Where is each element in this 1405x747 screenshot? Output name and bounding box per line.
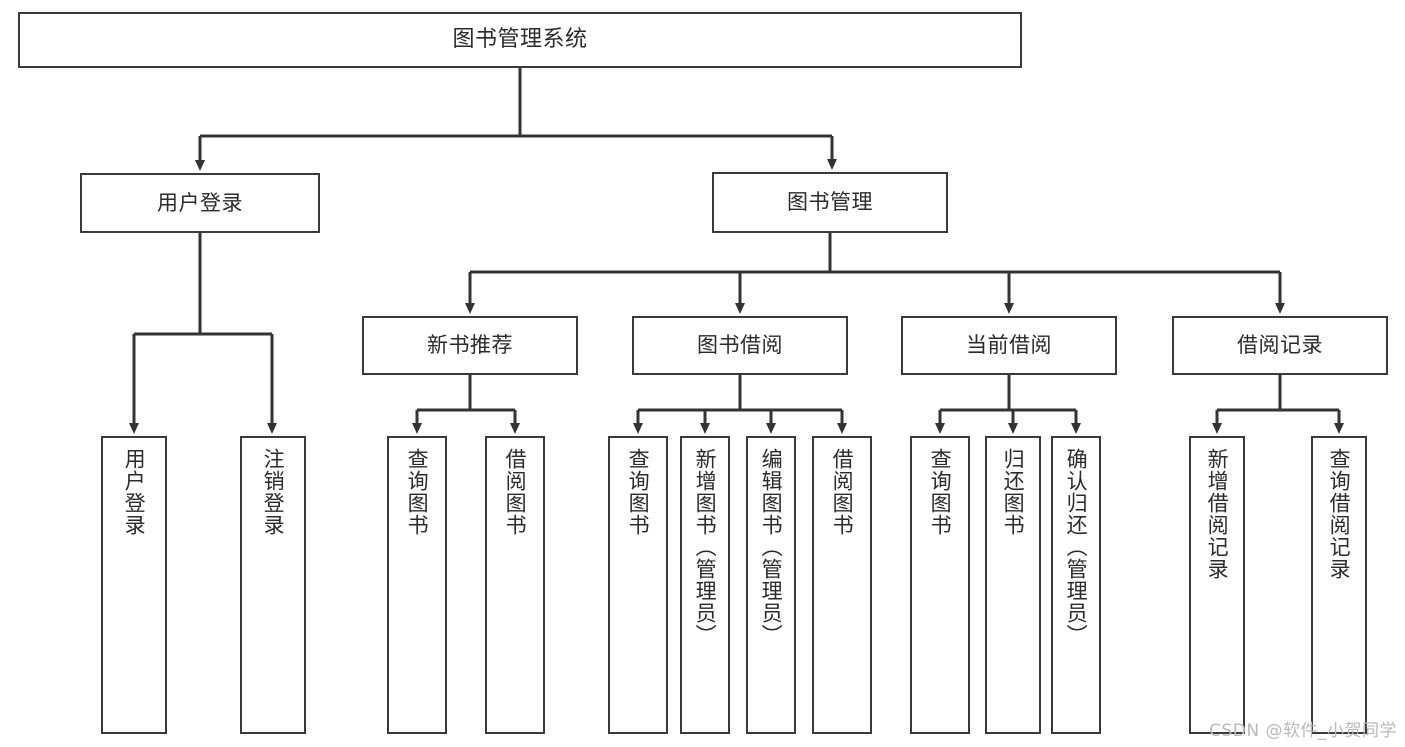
node-leaf-borrow-book-2-label: 借阅图书 [830, 448, 855, 536]
node-user-login-label: 用户登录 [157, 190, 243, 215]
node-current-borrow[interactable]: 当前借阅 [901, 316, 1117, 375]
node-book-manage-label: 图书管理 [787, 190, 873, 215]
node-leaf-return-book[interactable]: 归还图书 [985, 436, 1041, 734]
node-leaf-query-book-2-label: 查询图书 [626, 448, 651, 536]
node-leaf-edit-book[interactable]: 编辑图书（管理员） [746, 436, 796, 734]
node-user-login[interactable]: 用户登录 [80, 173, 320, 233]
node-leaf-user-logout-label: 注销登录 [261, 448, 286, 536]
node-book-borrow-label: 图书借阅 [697, 333, 783, 358]
node-leaf-confirm-return-label: 确认归还（管理员） [1064, 448, 1089, 646]
node-leaf-return-book-label: 归还图书 [1001, 448, 1026, 536]
node-root-label: 图书管理系统 [452, 27, 588, 53]
node-book-borrow[interactable]: 图书借阅 [632, 316, 848, 375]
watermark: CSDN @软件_小贺同学 [1209, 721, 1397, 741]
node-leaf-user-login-label: 用户登录 [122, 448, 147, 536]
node-leaf-add-book-label: 新增图书（管理员） [693, 448, 718, 646]
node-leaf-edit-book-label: 编辑图书（管理员） [759, 448, 784, 646]
node-leaf-user-login[interactable]: 用户登录 [101, 436, 167, 734]
node-leaf-add-book[interactable]: 新增图书（管理员） [680, 436, 730, 734]
node-leaf-query-book-3-label: 查询图书 [928, 448, 953, 536]
node-leaf-query-book-2[interactable]: 查询图书 [608, 436, 668, 734]
node-leaf-add-record[interactable]: 新增借阅记录 [1189, 436, 1245, 734]
node-leaf-query-book-1[interactable]: 查询图书 [387, 436, 447, 734]
node-book-manage[interactable]: 图书管理 [712, 172, 948, 233]
node-new-book-rec[interactable]: 新书推荐 [362, 316, 578, 375]
node-leaf-borrow-book-1[interactable]: 借阅图书 [485, 436, 545, 734]
node-borrow-record-label: 借阅记录 [1237, 333, 1323, 358]
node-leaf-add-record-label: 新增借阅记录 [1205, 448, 1230, 580]
node-leaf-query-book-1-label: 查询图书 [405, 448, 430, 536]
node-leaf-borrow-book-1-label: 借阅图书 [503, 448, 528, 536]
node-leaf-query-book-3[interactable]: 查询图书 [910, 436, 970, 734]
node-leaf-query-record-label: 查询借阅记录 [1327, 448, 1352, 580]
node-current-borrow-label: 当前借阅 [966, 333, 1052, 358]
node-root[interactable]: 图书管理系统 [18, 12, 1022, 68]
node-new-book-rec-label: 新书推荐 [427, 333, 513, 358]
node-leaf-query-record[interactable]: 查询借阅记录 [1311, 436, 1367, 734]
node-leaf-confirm-return[interactable]: 确认归还（管理员） [1051, 436, 1101, 734]
node-leaf-user-logout[interactable]: 注销登录 [240, 436, 306, 734]
node-borrow-record[interactable]: 借阅记录 [1172, 316, 1388, 375]
node-leaf-borrow-book-2[interactable]: 借阅图书 [812, 436, 872, 734]
